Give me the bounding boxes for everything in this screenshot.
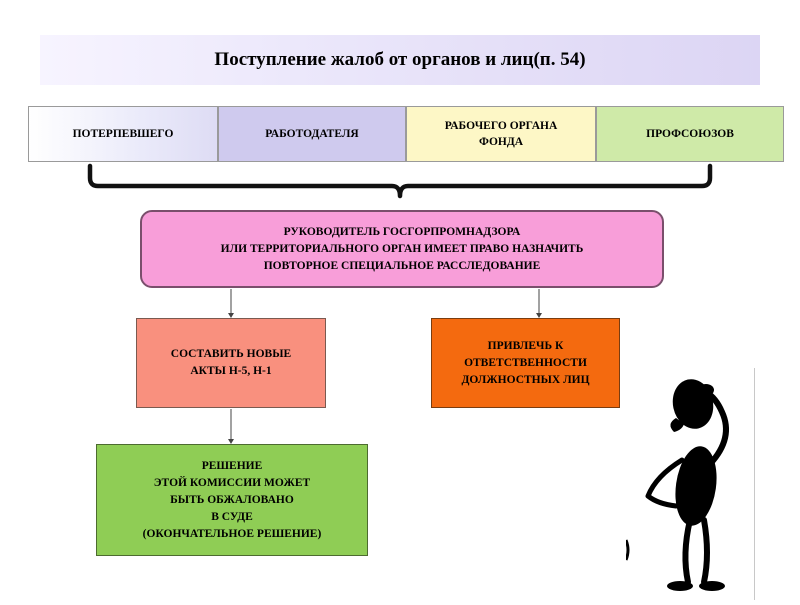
appeal-box: РЕШЕНИЕ ЭТОЙ КОМИССИИ МОЖЕТ БЫТЬ ОБЖАЛОВ… (96, 444, 368, 556)
responsibility-box: ПРИВЛЕЧЬ К ОТВЕТСТВЕННОСТИ ДОЛЖНОСТНЫХ Л… (431, 318, 620, 408)
source-box-fund-body: РАБОЧЕГО ОРГАНА ФОНДА (406, 106, 596, 162)
thinking-figure-illustration (624, 368, 800, 600)
source-box-victim: ПОТЕРПЕВШЕГО (28, 106, 218, 162)
source-box-employer: РАБОТОДАТЕЛЯ (218, 106, 406, 162)
arrowhead-appeal (228, 439, 234, 444)
grouping-brace (87, 163, 713, 199)
stick-figure-icon (624, 379, 729, 591)
new-acts-box: СОСТАВИТЬ НОВЫЕ АКТЫ Н-5, Н-1 (136, 318, 326, 408)
arrowhead-responsibility (536, 313, 542, 318)
arrowhead-new-acts (228, 313, 234, 318)
slide-title: Поступление жалоб от органов и лиц(п. 54… (40, 35, 760, 85)
panel-edge-line (754, 368, 755, 600)
source-box-trade-unions: ПРОФСОЮЗОВ (596, 106, 784, 162)
decision-maker-box: РУКОВОДИТЕЛЬ ГОСГОРПРОМНАДЗОРА ИЛИ ТЕРРИ… (140, 210, 664, 288)
